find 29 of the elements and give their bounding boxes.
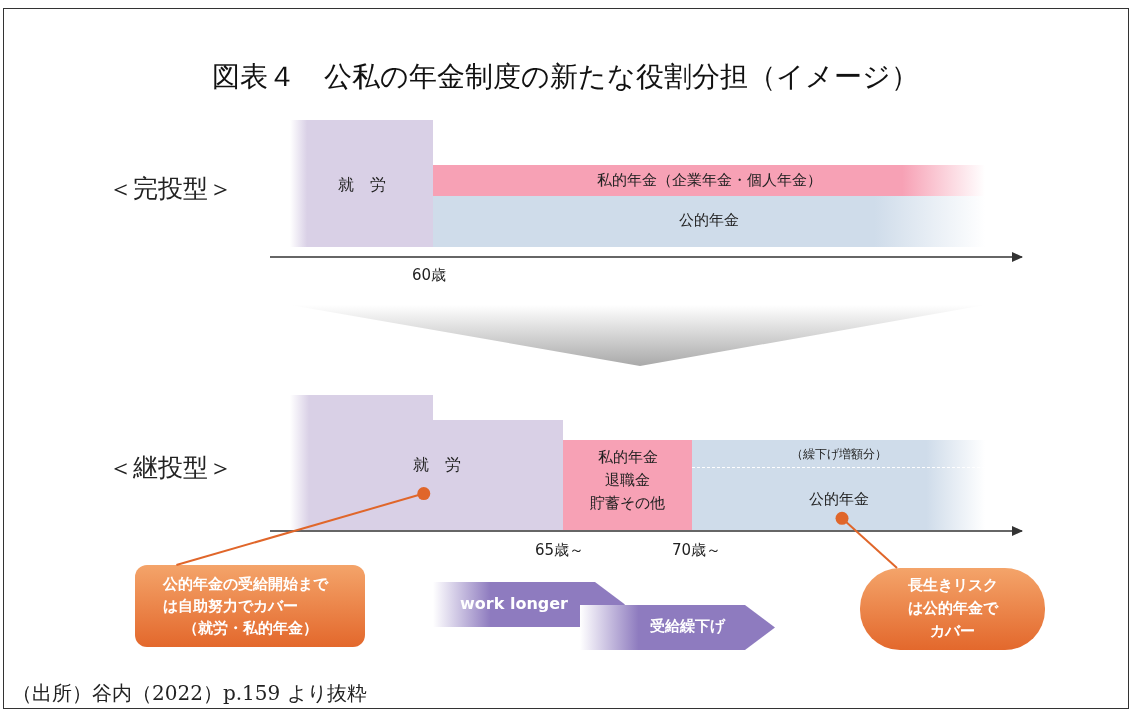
node-text: 私的年金（企業年金・個人年金） (595, 171, 823, 190)
callout-box (135, 565, 365, 647)
age-label: 65歳～ (535, 541, 585, 560)
arrow-shape (580, 605, 775, 650)
work-period-block (290, 395, 563, 530)
leader-line (175, 487, 431, 566)
type-label: ＜継投型＞ (108, 452, 233, 484)
node-text: work longer (459, 594, 569, 613)
node-text: 受給繰下げ (649, 617, 727, 636)
age-label: 70歳～ (672, 541, 722, 560)
node-text: 公的年金の受給開始までは自助努力でカバー (163, 574, 330, 617)
node-text: 公的年金 (678, 211, 740, 230)
node-text: 貯蓄その他 (589, 494, 666, 513)
leader-line (835, 511, 898, 569)
node-text: 長生きリスクは公的年金でカバー (906, 575, 999, 642)
private-pension-block (563, 440, 692, 530)
node-text: （就労・私的年金） (181, 619, 319, 638)
private-pension-band (433, 165, 985, 196)
work-period-block (290, 120, 433, 247)
node-text: （繰下げ増額分） (789, 446, 888, 463)
node-text: 公的年金 (807, 490, 870, 509)
age-label: 60歳 (412, 266, 447, 285)
node-text: 就 労 (411, 455, 462, 476)
caption: （出所）谷内（2022）p.159 より抜粋 (12, 680, 367, 707)
title: 図表４ 公私の年金制度の新たな役割分担（イメージ） (211, 59, 920, 95)
node-text: 就 労 (336, 175, 387, 196)
type-label: ＜完投型＞ (108, 173, 233, 205)
node-text: 私的年金 (596, 448, 659, 467)
node-text: 退職金 (604, 471, 651, 490)
